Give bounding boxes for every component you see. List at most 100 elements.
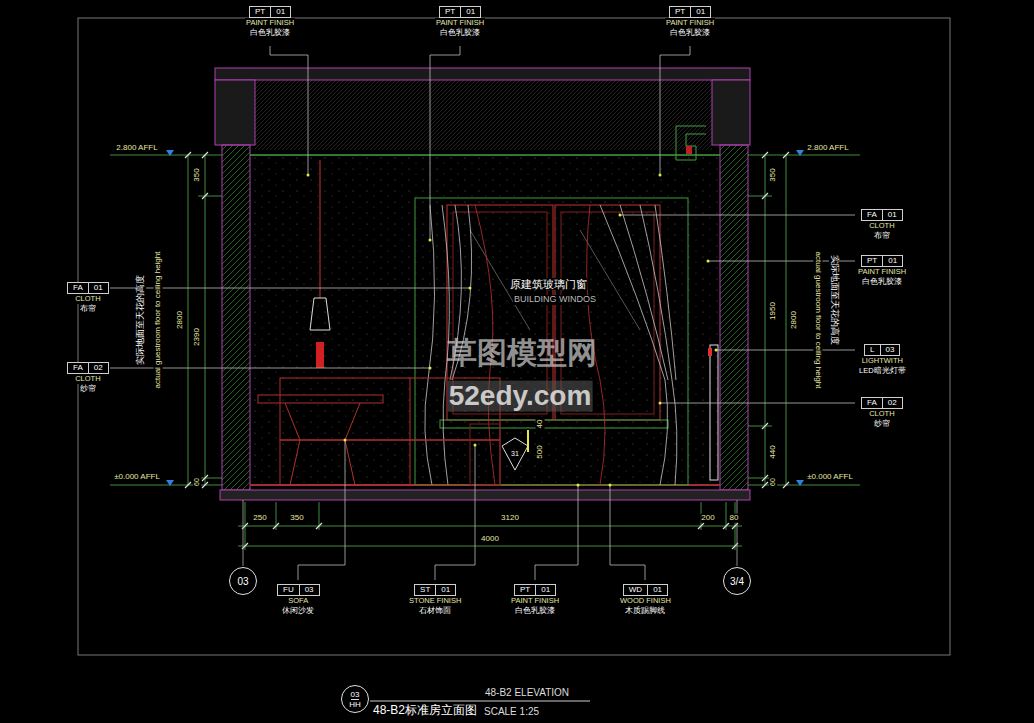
material-name: SOFA xyxy=(287,596,309,606)
tag-code: 01 xyxy=(690,7,710,17)
tag-box: PT01 xyxy=(514,584,556,596)
material-tag: WD01WOOD FINISH木质踢脚线 xyxy=(619,584,672,616)
dimension: 2800 xyxy=(176,310,185,330)
tag-box: PT01 xyxy=(249,6,291,18)
tag-code: WD xyxy=(624,585,647,595)
tag-box: PT01 xyxy=(861,255,903,267)
height-note: actual guestroom floor to ceiling height xyxy=(154,251,163,390)
level-mark: ±0.000 AFFL xyxy=(113,473,161,482)
material-name: WOOD FINISH xyxy=(619,596,672,606)
tag-code: FA xyxy=(862,398,882,408)
material-name-cn: 白色乳胶漆 xyxy=(669,28,711,38)
tag-code: 01 xyxy=(882,210,902,220)
bubble-text: HH xyxy=(349,700,361,709)
dimension: 1950 xyxy=(769,301,778,321)
watermark: 草图模型网 xyxy=(446,336,598,369)
dimension: 350 xyxy=(769,167,778,182)
tag-code: FA xyxy=(68,283,88,293)
material-tag: FU03SOFA休闲沙发 xyxy=(277,584,320,616)
level-mark: ±0.000 AFFL xyxy=(806,473,854,482)
tag-code: PT xyxy=(250,7,270,17)
tag-code: FA xyxy=(862,210,882,220)
material-name-cn: 白色乳胶漆 xyxy=(514,606,556,616)
material-tag: ST01STONE FINISH石材饰面 xyxy=(408,584,462,616)
material-tag: FA01CLOTH布帘 xyxy=(861,209,903,241)
tag-box: FA02 xyxy=(67,362,109,374)
material-tag: FA02CLOTH纱帘 xyxy=(67,362,109,394)
tag-box: PT01 xyxy=(669,6,711,18)
tag-code: 01 xyxy=(535,585,555,595)
dimension: 3120 xyxy=(500,514,520,523)
tag-code: FU xyxy=(278,585,299,595)
tag-box: PT01 xyxy=(439,6,481,18)
section-number: 31 xyxy=(510,450,520,458)
material-name: STONE FINISH xyxy=(408,596,462,606)
axis-bubble: 03 xyxy=(229,567,257,595)
tag-box: WD01 xyxy=(623,584,668,596)
material-name: CLOTH xyxy=(74,294,101,304)
dimension: 350 xyxy=(289,514,304,523)
dimension: 2390 xyxy=(193,327,202,347)
tag-box: FA01 xyxy=(861,209,903,221)
material-tag: L03LIGHTWITHLED暗光灯带 xyxy=(858,344,907,376)
tag-code: PT xyxy=(670,7,690,17)
window-note-cn: 原建筑玻璃门窗 xyxy=(509,278,588,290)
tag-box: L03 xyxy=(864,344,900,356)
tag-code: 01 xyxy=(88,283,108,293)
tag-box: ST01 xyxy=(414,584,456,596)
material-name-cn: 白色乳胶漆 xyxy=(861,277,903,287)
material-name-cn: 石材饰面 xyxy=(418,606,452,616)
bubble-text: 03 xyxy=(237,576,248,587)
material-name-cn: 纱帘 xyxy=(873,419,891,429)
bubble-text: 3/4 xyxy=(730,576,744,587)
material-name-cn: LED暗光灯带 xyxy=(858,366,907,376)
tag-code: L xyxy=(865,345,879,355)
material-name-cn: 白色乳胶漆 xyxy=(249,28,291,38)
material-name: LIGHTWITH xyxy=(861,356,904,366)
material-name: PAINT FINISH xyxy=(665,18,715,28)
height-note-cn: 实际地面至天花的高度 xyxy=(829,254,839,346)
tag-code: ST xyxy=(415,585,435,595)
material-name: PAINT FINISH xyxy=(245,18,295,28)
material-name: CLOTH xyxy=(868,409,895,419)
drawing-subtitle: 48-B2 ELEVATION xyxy=(484,687,570,698)
drawing-title: 48-B2标准房立面图 xyxy=(372,704,478,717)
watermark: 52edy.com xyxy=(448,381,593,412)
material-name-cn: 木质踢脚线 xyxy=(624,606,666,616)
dimension: 200 xyxy=(700,514,715,523)
bubble-text: 03 xyxy=(351,690,360,700)
level-mark: 2.800 AFFL xyxy=(806,144,849,153)
level-mark: 2.800 AFFL xyxy=(115,144,158,153)
tag-box: FA01 xyxy=(67,282,109,294)
dimension: 500 xyxy=(536,444,545,459)
tag-code: 02 xyxy=(882,398,902,408)
material-name-cn: 纱帘 xyxy=(79,384,97,394)
tag-code: PT xyxy=(440,7,460,17)
tag-code: 01 xyxy=(882,256,902,266)
dimension: 250 xyxy=(252,514,267,523)
dimension: 2800 xyxy=(790,310,799,330)
tag-box: FU03 xyxy=(277,584,320,596)
dimension: 80 xyxy=(729,514,740,523)
tag-code: 03 xyxy=(299,585,319,595)
dimension: 60 xyxy=(769,477,777,487)
axis-bubble: 3/4 xyxy=(723,567,751,595)
tag-code: 01 xyxy=(270,7,290,17)
tag-code: PT xyxy=(862,256,882,266)
material-name-cn: 白色乳胶漆 xyxy=(439,28,481,38)
tag-box: FA02 xyxy=(861,397,903,409)
tag-code: 01 xyxy=(647,585,667,595)
tag-code: PT xyxy=(515,585,535,595)
dimension: 40 xyxy=(536,419,545,430)
dimension: 350 xyxy=(193,167,202,182)
tag-code: 03 xyxy=(880,345,900,355)
material-name-cn: 休闲沙发 xyxy=(281,606,315,616)
axis-bubble: 03HH xyxy=(341,685,369,713)
material-tag: FA01CLOTH布帘 xyxy=(67,282,109,314)
material-name: CLOTH xyxy=(74,374,101,384)
material-name: PAINT FINISH xyxy=(435,18,485,28)
material-tag: PT01PAINT FINISH白色乳胶漆 xyxy=(665,6,715,38)
material-tag: FA02CLOTH纱帘 xyxy=(861,397,903,429)
material-name: PAINT FINISH xyxy=(857,267,907,277)
